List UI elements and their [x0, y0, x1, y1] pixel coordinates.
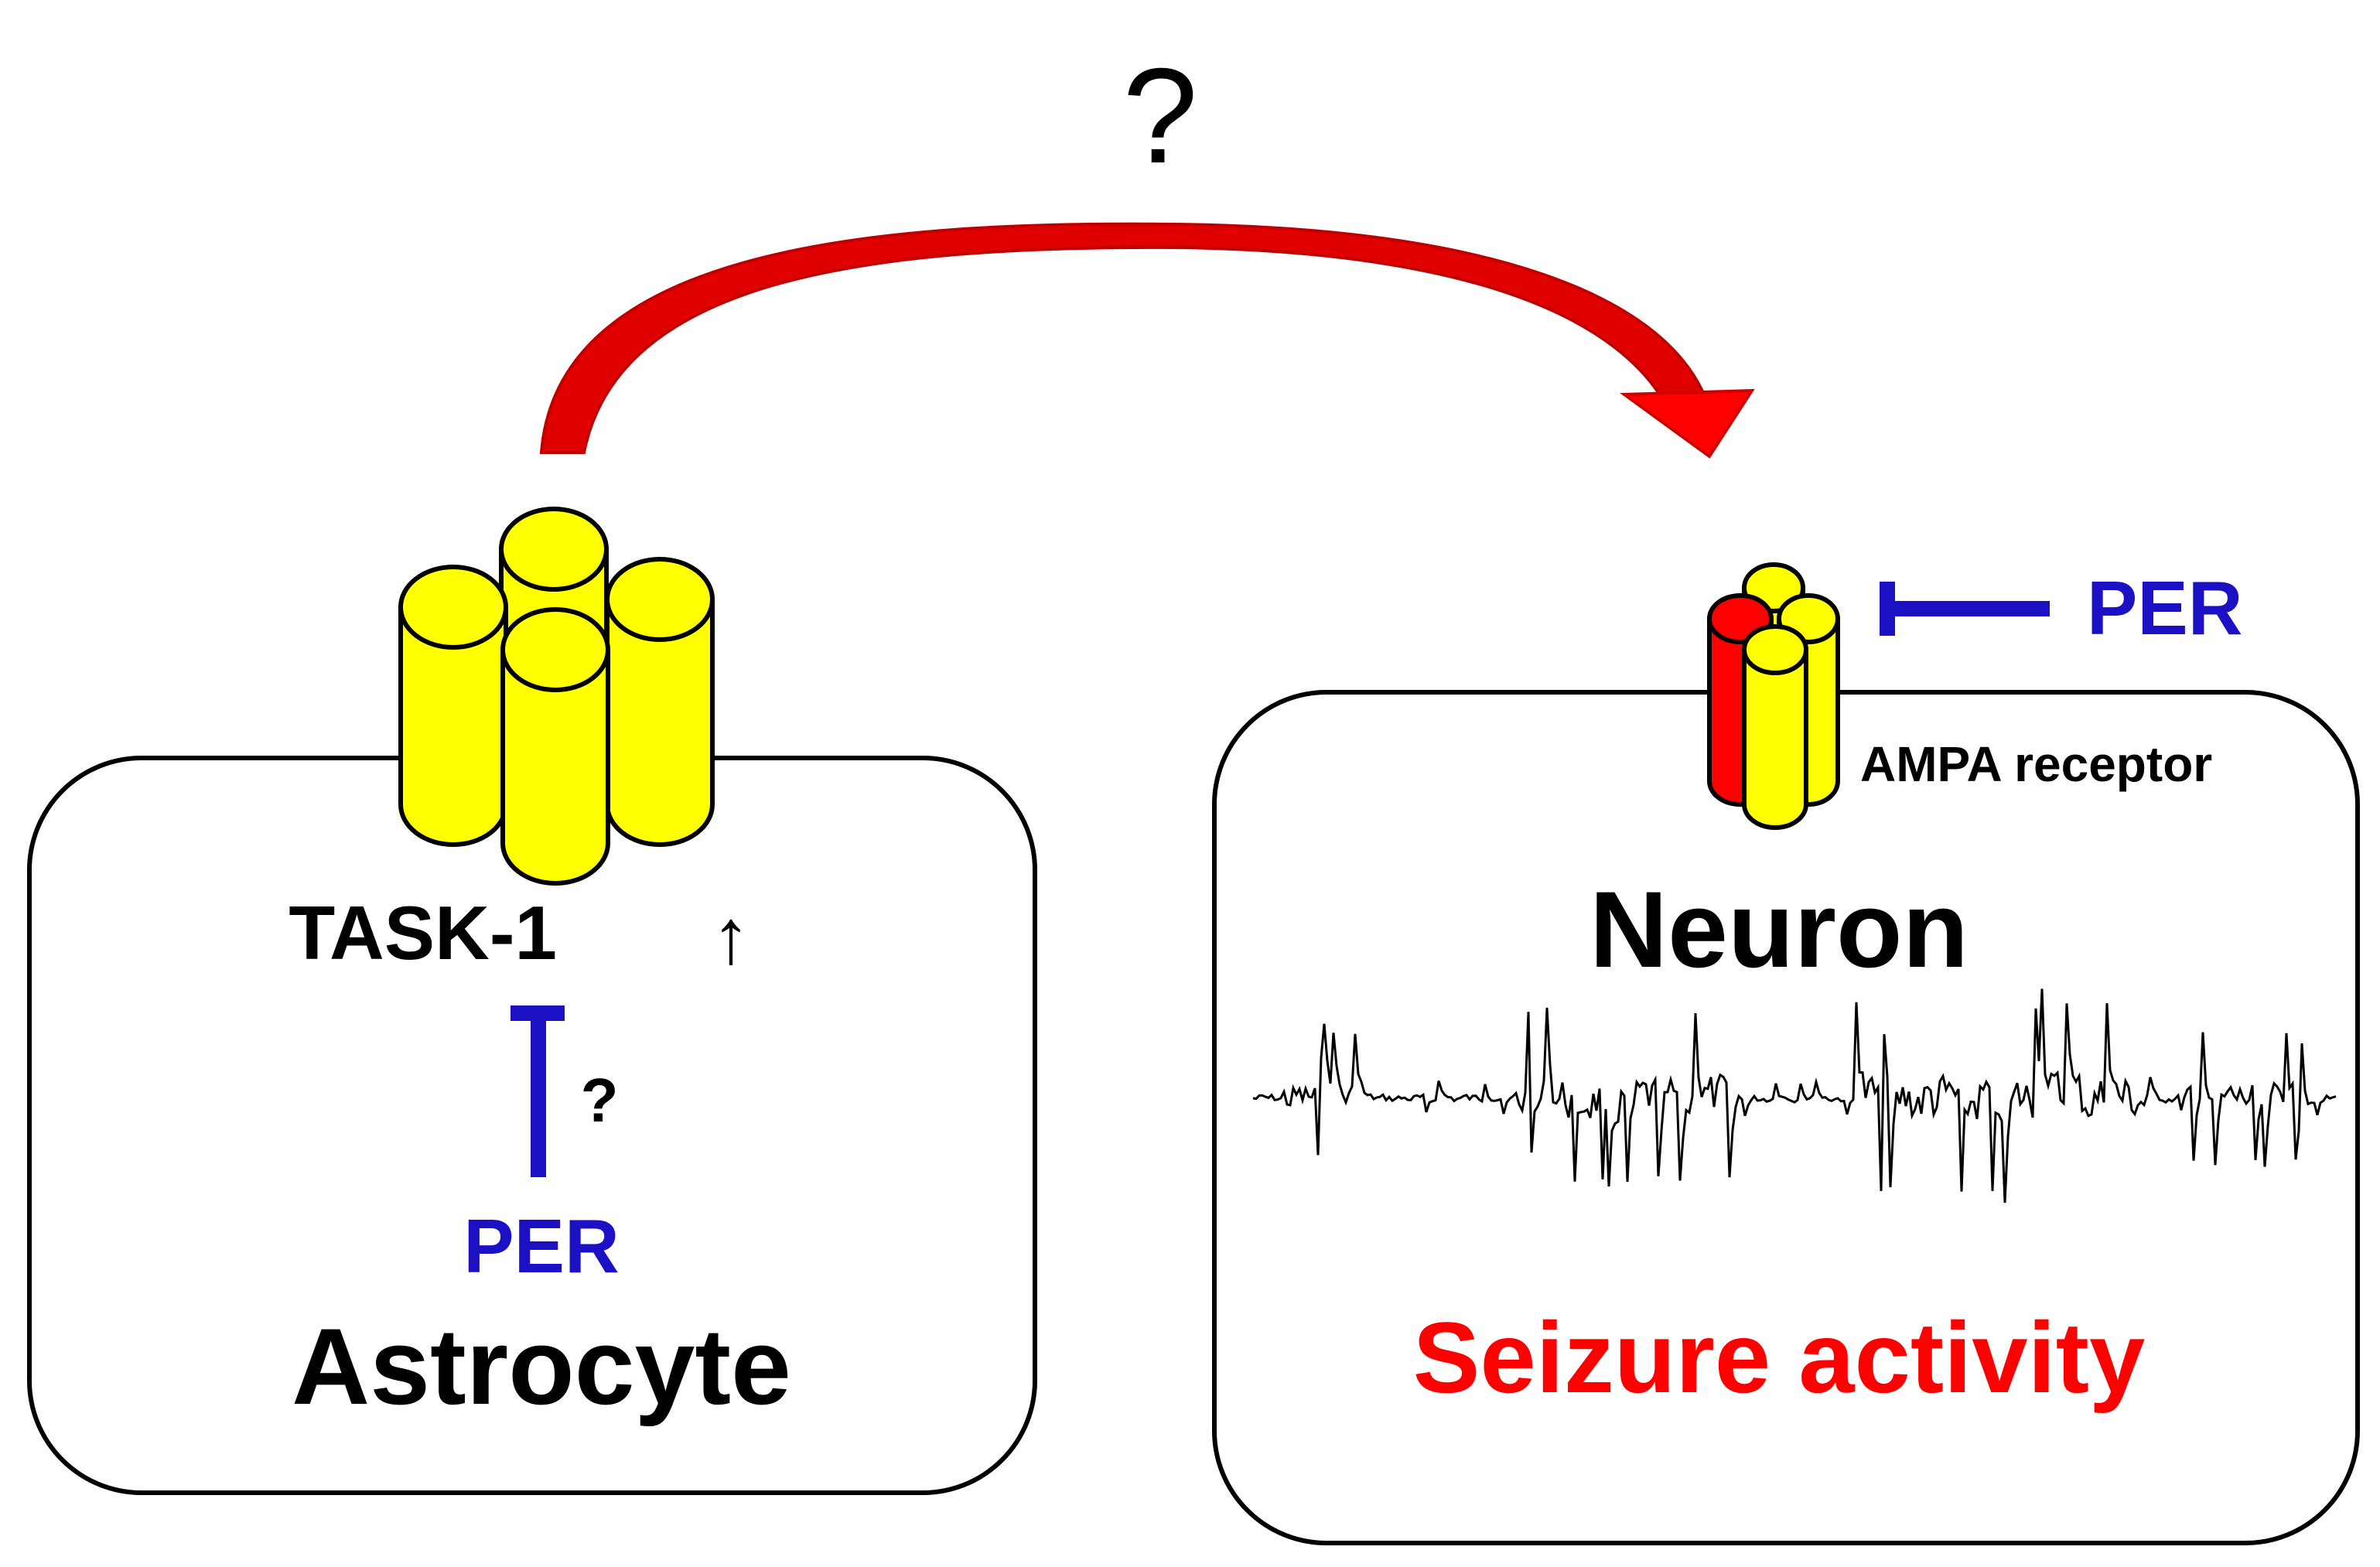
- seizure-trace: [1252, 988, 2337, 1203]
- ampa-receptor-label: AMPA receptor: [1860, 736, 2212, 792]
- top-question-mark: ?: [1122, 41, 1197, 192]
- neuron-label: Neuron: [1590, 869, 1969, 990]
- inhibition-bar-icon: [510, 1005, 565, 1177]
- seizure-activity-label: Seizure activity: [1413, 1301, 2146, 1414]
- ampa-receptor-icon: [1707, 562, 1840, 830]
- receptor-inhibition-icon: [1880, 582, 2050, 636]
- task1-label: TASK-1: [289, 890, 557, 975]
- increase-arrow-icon: ↑: [712, 893, 750, 980]
- signaling-arrow: [539, 222, 1755, 459]
- neuron-per-label: PER: [2087, 565, 2243, 650]
- inhibition-question-mark: ?: [581, 1066, 619, 1135]
- astrocyte-per-label: PER: [463, 1203, 620, 1289]
- task1-channel-icon: [398, 507, 715, 886]
- astrocyte-label: Astrocyte: [292, 1306, 791, 1427]
